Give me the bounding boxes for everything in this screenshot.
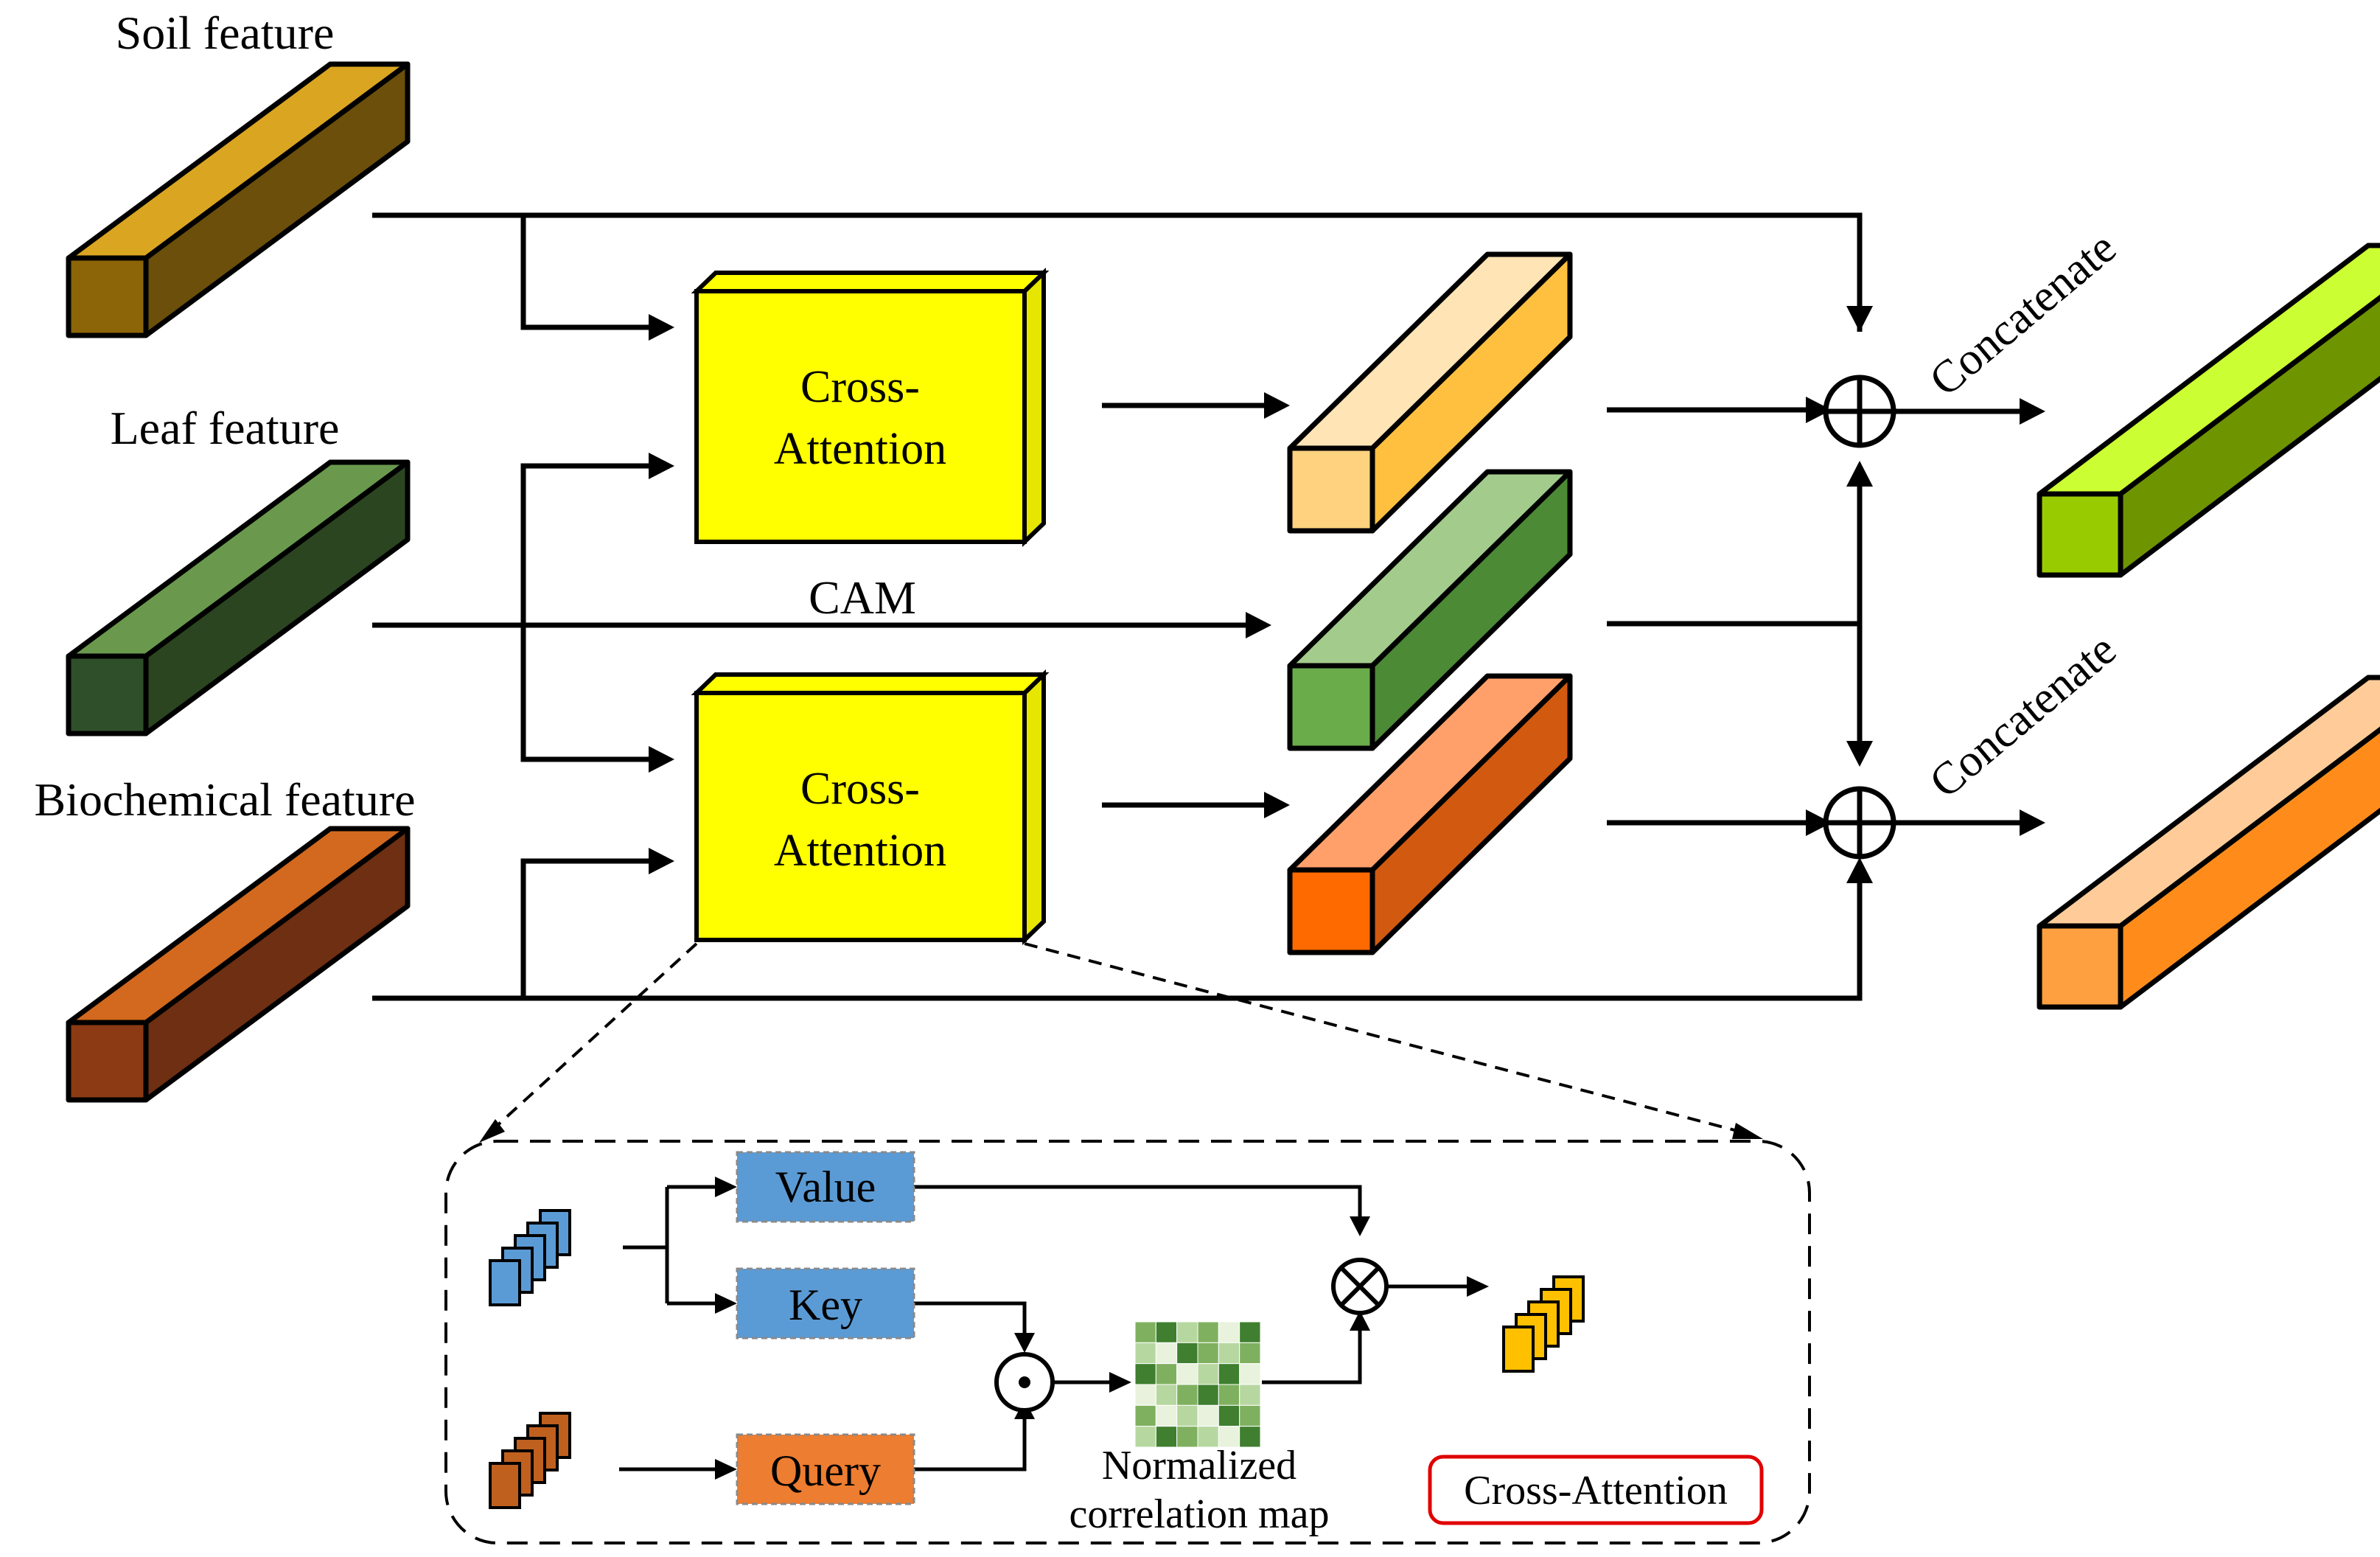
correlation-cell [1134,1321,1156,1343]
leaf-passthrough-bar [1287,469,1573,751]
correlation-cell [1218,1342,1240,1365]
correlation-cell [1176,1363,1198,1385]
correlation-cell [1134,1404,1156,1427]
correlation-cell [1239,1426,1261,1448]
soil-feature-bar [66,61,411,338]
correlation-cell [1197,1342,1219,1365]
correlation-cell [1239,1321,1261,1343]
feature-cell [1502,1326,1535,1373]
correlation-cell [1176,1426,1198,1448]
query-box: Query [736,1433,915,1505]
correlation-cell [1239,1404,1261,1427]
bar-front-face [1287,445,1375,534]
bar-front-face [1287,663,1375,751]
correlation-cell [1176,1404,1198,1427]
correlation-cell [1155,1321,1178,1343]
correlation-cell [1176,1384,1198,1406]
zoom-indicator-lines [485,942,1755,1137]
correlation-cell [1218,1404,1240,1427]
concat-symbol-top [1823,375,1896,448]
cam-label: CAM [809,571,916,624]
biochemical-feature-label: Biochemical feature [34,773,415,826]
correlation-cell [1197,1404,1219,1427]
correlation-cell [1218,1363,1240,1385]
correlation-map-label-line2: correlation map [1069,1491,1330,1537]
multiply-symbol [1331,1258,1389,1315]
correlation-cell [1197,1363,1219,1385]
dot-product-symbol [994,1352,1055,1413]
correlation-cell [1239,1384,1261,1406]
correlation-cell [1197,1384,1219,1406]
value-label: Value [775,1163,876,1211]
correlation-cell [1239,1342,1261,1365]
output-feature-cells-yellow [1502,1275,1585,1373]
key-box: Key [736,1267,915,1340]
input-feature-cells-blue [489,1209,571,1306]
bar-front-face [66,1020,149,1103]
correlation-map-label-line1: Normalized [1102,1443,1297,1488]
cross-attention-top-label: Cross-Attention [774,362,946,474]
cross-attention-block-bottom: Cross-Attention [691,669,1050,946]
bar-front-face [2037,923,2123,1010]
query-label: Query [770,1446,881,1495]
detail-lines [619,1185,1470,1471]
correlation-cell [1176,1321,1198,1343]
correlation-cell [1155,1342,1178,1365]
cross-attention-block-top: Cross-Attention [691,267,1050,548]
connection-lines [372,212,2020,1001]
attended-biochemical-bar [1287,673,1573,955]
correlation-cell [1197,1426,1219,1448]
normalized-correlation-map [1134,1321,1261,1448]
correlation-cell [1134,1342,1156,1365]
zoom-arrow-heads [479,1119,1763,1143]
cross-attention-bottom-label: Cross-Attention [774,764,946,876]
cross-attention-legend-label: Cross-Attention [1464,1468,1728,1514]
bar-front-face [66,653,149,736]
leaf-feature-bar [66,459,411,736]
soil-feature-label: Soil feature [116,7,335,59]
bar-front-face [1287,867,1375,955]
concat-symbol-bottom [1823,786,1896,860]
value-box: Value [736,1151,915,1223]
input-feature-cells-orange [489,1412,571,1509]
concatenate-top-label: Concatenate [1920,223,2125,406]
correlation-cell [1197,1321,1219,1343]
correlation-cell [1155,1404,1178,1427]
feature-cell [489,1462,521,1509]
bar-front-face [2037,491,2123,578]
correlation-cell [1155,1384,1178,1406]
detail-panel-border [444,1140,1811,1544]
fused-output-bottom-bar [2037,675,2380,1010]
feature-cell [489,1259,521,1306]
correlation-cell [1218,1384,1240,1406]
correlation-cell [1176,1342,1198,1365]
fused-output-top-bar [2037,243,2380,578]
leaf-feature-label: Leaf feature [111,402,340,454]
correlation-cell [1239,1363,1261,1385]
arrow-heads [649,306,2045,883]
key-label: Key [789,1281,862,1329]
correlation-cell [1134,1384,1156,1406]
attended-soil-bar [1287,251,1573,534]
cross-attention-legend: Cross-Attention [1428,1455,1764,1525]
biochemical-feature-bar [66,826,411,1103]
bar-front-face [66,255,149,338]
correlation-cell [1134,1363,1156,1385]
correlation-cell [1155,1363,1178,1385]
concatenate-bottom-label: Concatenate [1920,624,2125,808]
correlation-cell [1218,1321,1240,1343]
